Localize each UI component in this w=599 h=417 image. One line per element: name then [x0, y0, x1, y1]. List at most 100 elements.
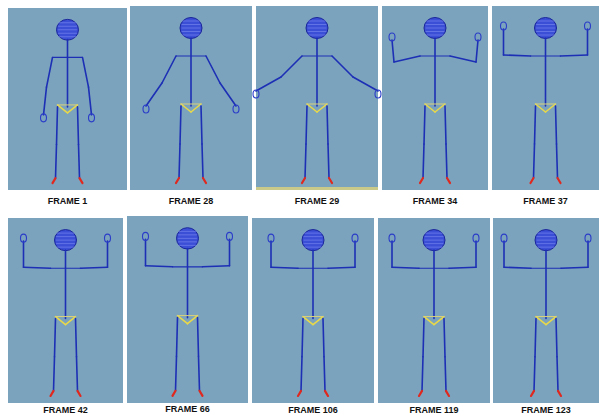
shin: [301, 357, 302, 391]
forearm: [256, 77, 281, 91]
pelvis: [307, 104, 317, 112]
head: [180, 18, 202, 39]
spine: [433, 250, 435, 318]
pelvis: [56, 317, 66, 325]
thigh: [201, 106, 202, 144]
shoulder-line: [53, 57, 83, 58]
frame-label: FRAME 123: [521, 405, 571, 415]
head-mesh: [179, 231, 197, 232]
pelvis: [178, 316, 188, 324]
head-mesh: [537, 243, 555, 244]
spine: [434, 38, 436, 106]
spine: [316, 38, 318, 106]
foot: [420, 178, 423, 183]
upper-arm: [561, 267, 588, 268]
hand: [473, 234, 479, 242]
head-mesh: [179, 234, 197, 235]
shoulder-line: [531, 55, 561, 56]
shin: [179, 144, 180, 178]
pelvis: [536, 316, 556, 317]
pelvis: [546, 104, 556, 112]
head: [535, 18, 557, 39]
frame-panel: [378, 218, 490, 403]
foot: [173, 391, 176, 396]
head-mesh: [537, 236, 555, 237]
spine: [312, 250, 314, 318]
head-mesh: [537, 24, 555, 25]
upper-arm: [83, 57, 89, 87]
foot: [329, 178, 332, 183]
shin: [77, 357, 78, 391]
hand: [389, 33, 395, 41]
shoulder-line: [531, 268, 561, 269]
thigh: [78, 107, 79, 145]
frame-label: FRAME 34: [413, 196, 458, 206]
pelvis: [536, 104, 546, 112]
head-mesh: [59, 36, 77, 37]
pelvis: [536, 104, 556, 105]
foot: [176, 178, 179, 183]
head-mesh: [59, 22, 77, 23]
shin: [534, 357, 535, 391]
upper-arm: [206, 56, 220, 83]
foot: [531, 178, 534, 183]
hand: [89, 114, 95, 122]
shin: [328, 144, 329, 178]
spine: [545, 38, 547, 106]
forearm: [503, 241, 505, 267]
head: [423, 230, 445, 251]
hand: [501, 234, 507, 242]
hand: [268, 234, 274, 242]
frame-label: FRAME 37: [523, 196, 568, 206]
shin: [445, 357, 446, 391]
foot: [558, 391, 561, 396]
frame-panel: [252, 218, 374, 403]
forearm: [475, 241, 477, 267]
frame-panel: [382, 6, 488, 190]
hand: [143, 105, 149, 113]
thigh: [556, 319, 557, 357]
upper-arm: [81, 267, 108, 268]
pelvis: [435, 104, 445, 112]
thigh: [76, 319, 77, 357]
upper-arm: [47, 57, 53, 87]
head-mesh: [426, 35, 444, 36]
pelvis: [188, 316, 198, 324]
head-mesh: [179, 238, 197, 239]
foot: [80, 178, 83, 183]
upper-arm: [146, 266, 173, 267]
pelvis: [546, 317, 556, 325]
foot: [531, 391, 534, 396]
head-mesh: [304, 247, 322, 248]
thigh: [198, 318, 199, 357]
forearm: [89, 87, 92, 115]
pelvis: [425, 104, 435, 112]
thigh: [55, 319, 56, 357]
shin: [324, 357, 325, 391]
spine: [545, 250, 547, 318]
shin: [423, 144, 424, 178]
hand: [143, 232, 149, 240]
upper-arm: [504, 55, 531, 56]
shoulder-line: [173, 266, 203, 267]
thigh: [57, 107, 58, 145]
hand: [475, 33, 481, 41]
shoulder-line: [298, 268, 328, 269]
frame-panel: [8, 218, 123, 403]
pelvis: [313, 317, 323, 325]
frame-label: FRAME 106: [288, 405, 338, 415]
frame-label: FRAME 29: [295, 196, 340, 206]
head-mesh: [426, 21, 444, 22]
frame-panel: [8, 8, 127, 190]
head-mesh: [425, 247, 443, 248]
upper-arm: [392, 267, 419, 268]
head: [302, 230, 324, 251]
head: [306, 18, 328, 39]
hand: [227, 232, 233, 240]
frame-panel: [127, 216, 248, 403]
forearm: [146, 83, 162, 106]
thigh: [423, 319, 424, 357]
hand: [375, 90, 381, 98]
shin: [202, 144, 203, 178]
head-mesh: [426, 28, 444, 29]
